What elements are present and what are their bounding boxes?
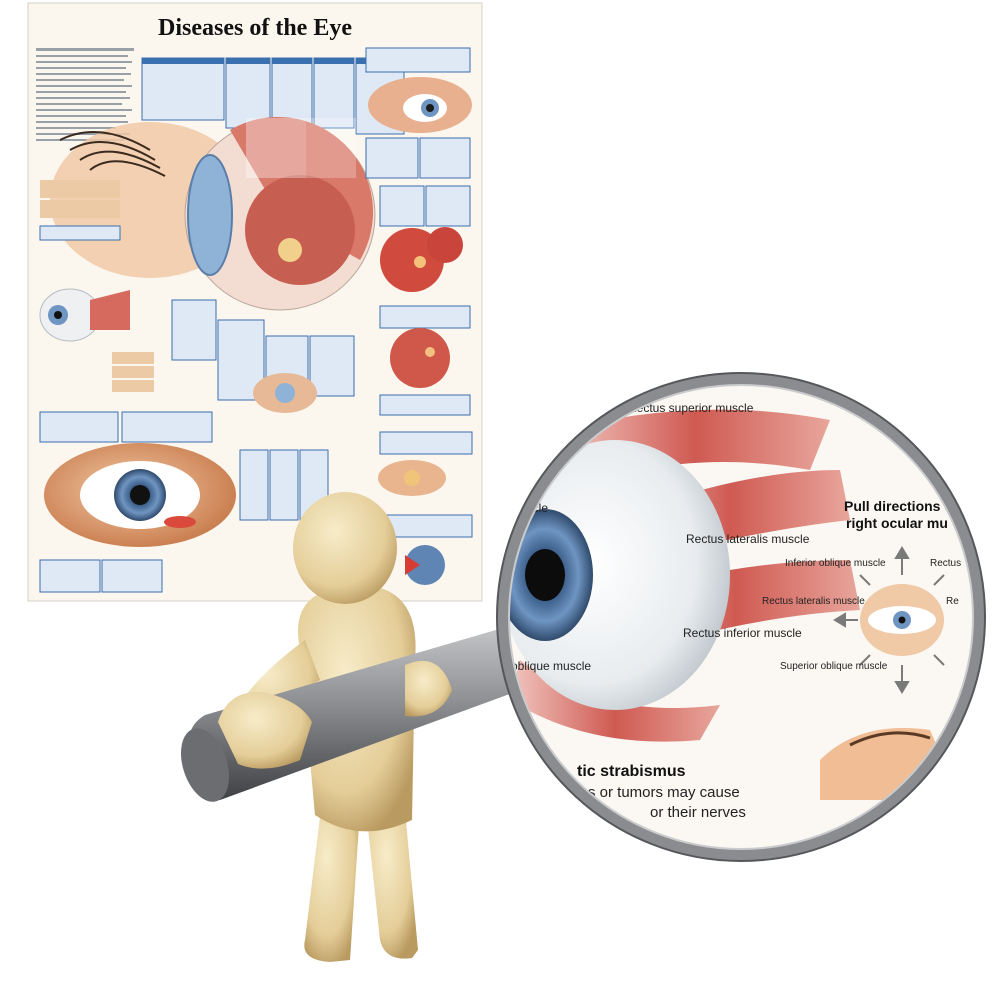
poster-strabismus-faces xyxy=(39,180,154,392)
pupil xyxy=(525,549,565,601)
poster-retinoblastoma xyxy=(378,431,473,585)
label-rectus-lateralis: Rectus lateralis muscle xyxy=(686,532,810,546)
muscle-oblique xyxy=(510,660,720,742)
label-rectus-cut: Rectus xyxy=(930,558,961,569)
label-oblique-left: oblique muscle xyxy=(511,659,591,673)
label-re-cut: Re xyxy=(946,596,959,607)
eyeball xyxy=(503,440,730,710)
magnifier-frame xyxy=(497,373,985,861)
figure-left-leg xyxy=(304,800,360,962)
label-inferior-oblique: Inferior oblique muscle xyxy=(785,558,886,569)
heading-strabismus: tic strabismus xyxy=(577,763,686,780)
poster-title: Diseases of the Eye xyxy=(158,15,352,41)
pull-directions-diagram xyxy=(833,546,945,694)
strabismus-text-2: or their nerves xyxy=(650,804,746,821)
heading-right-ocular: right ocular mu xyxy=(846,515,948,531)
figure-hand xyxy=(218,691,312,769)
label-rectus-superior: Rectus superior muscle xyxy=(628,401,754,415)
figure-right-hand xyxy=(405,660,452,717)
label-rectus-inferior: Rectus inferior muscle xyxy=(683,626,802,640)
magnifier-lens: Rectus superior muscle muscle Rectus lat… xyxy=(496,372,986,862)
strabismus-text-1: s or tumors may cause xyxy=(588,784,740,801)
poster-intro-text xyxy=(36,48,134,141)
poster: Diseases of the Eye xyxy=(27,2,483,602)
figure-head xyxy=(293,492,397,604)
poster-eye-cross-section xyxy=(50,116,376,311)
poster-lacrimal-gland xyxy=(365,47,472,179)
poster-chalazion-eye xyxy=(39,411,236,593)
poster-retina-panels xyxy=(379,185,471,416)
figure-right-leg xyxy=(365,800,418,959)
label-rectus-lateralis-small: Rectus lateralis muscle xyxy=(762,596,865,607)
label-superior-oblique: Superior oblique muscle xyxy=(780,661,888,672)
heading-pull-directions: Pull directions o xyxy=(844,498,953,514)
